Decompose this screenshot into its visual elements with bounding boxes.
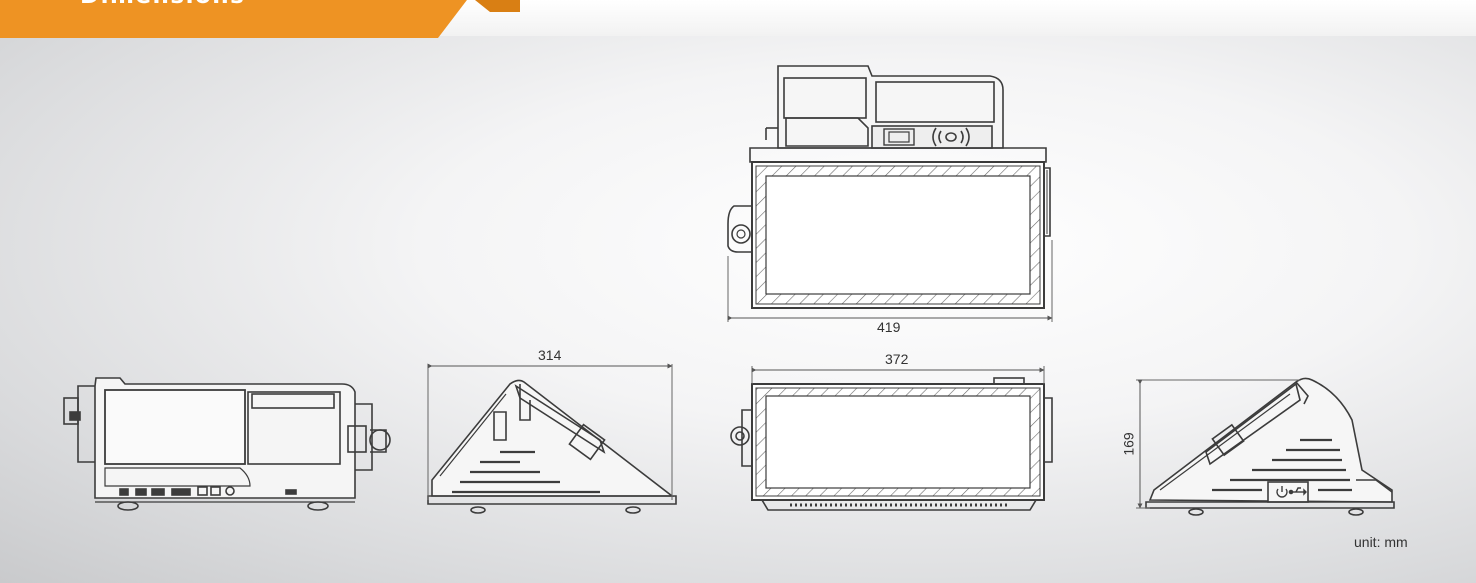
section-tab-shape: [0, 0, 520, 38]
rear-view: [63, 377, 391, 511]
unit-note: unit: mm: [1354, 534, 1408, 550]
power-icon: [1276, 486, 1288, 498]
side-view-left: [427, 363, 677, 514]
nfc-icon: [932, 127, 970, 147]
section-title: Dimensions: [80, 0, 245, 9]
top-view: [727, 65, 1053, 322]
section-tab: Dimensions: [0, 0, 520, 38]
front-view: [730, 366, 1053, 511]
top-width-label: 419: [877, 319, 901, 335]
side-view-right: [1136, 377, 1395, 516]
front-width-label: 372: [885, 351, 909, 367]
side-height-label: 169: [1120, 432, 1137, 456]
side-depth-label: 314: [538, 347, 562, 363]
usb-icon: [1288, 487, 1307, 496]
